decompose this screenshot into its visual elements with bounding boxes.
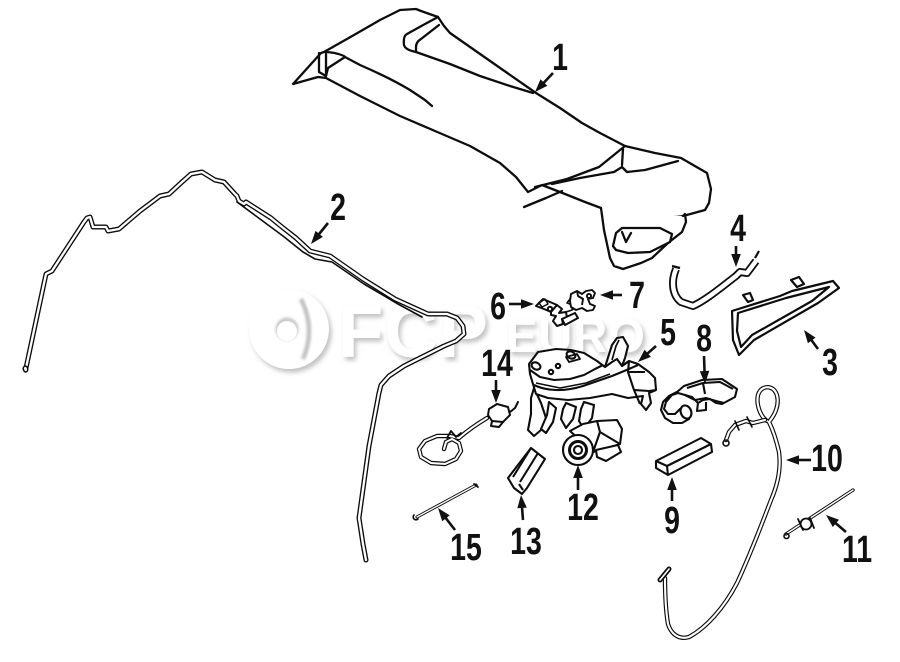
svg-text:10: 10 bbox=[811, 438, 843, 480]
svg-text:4: 4 bbox=[730, 208, 746, 250]
svg-text:13: 13 bbox=[510, 521, 542, 563]
svg-text:8: 8 bbox=[696, 318, 712, 360]
svg-text:5: 5 bbox=[660, 312, 676, 354]
svg-text:3: 3 bbox=[822, 342, 838, 384]
svg-text:1: 1 bbox=[552, 37, 568, 79]
svg-text:11: 11 bbox=[842, 529, 872, 571]
svg-text:15: 15 bbox=[450, 527, 482, 569]
svg-text:6: 6 bbox=[490, 286, 506, 328]
svg-text:12: 12 bbox=[567, 487, 599, 529]
svg-text:9: 9 bbox=[664, 500, 680, 542]
svg-text:2: 2 bbox=[330, 187, 346, 229]
svg-text:14: 14 bbox=[481, 343, 513, 385]
svg-text:7: 7 bbox=[629, 275, 645, 317]
